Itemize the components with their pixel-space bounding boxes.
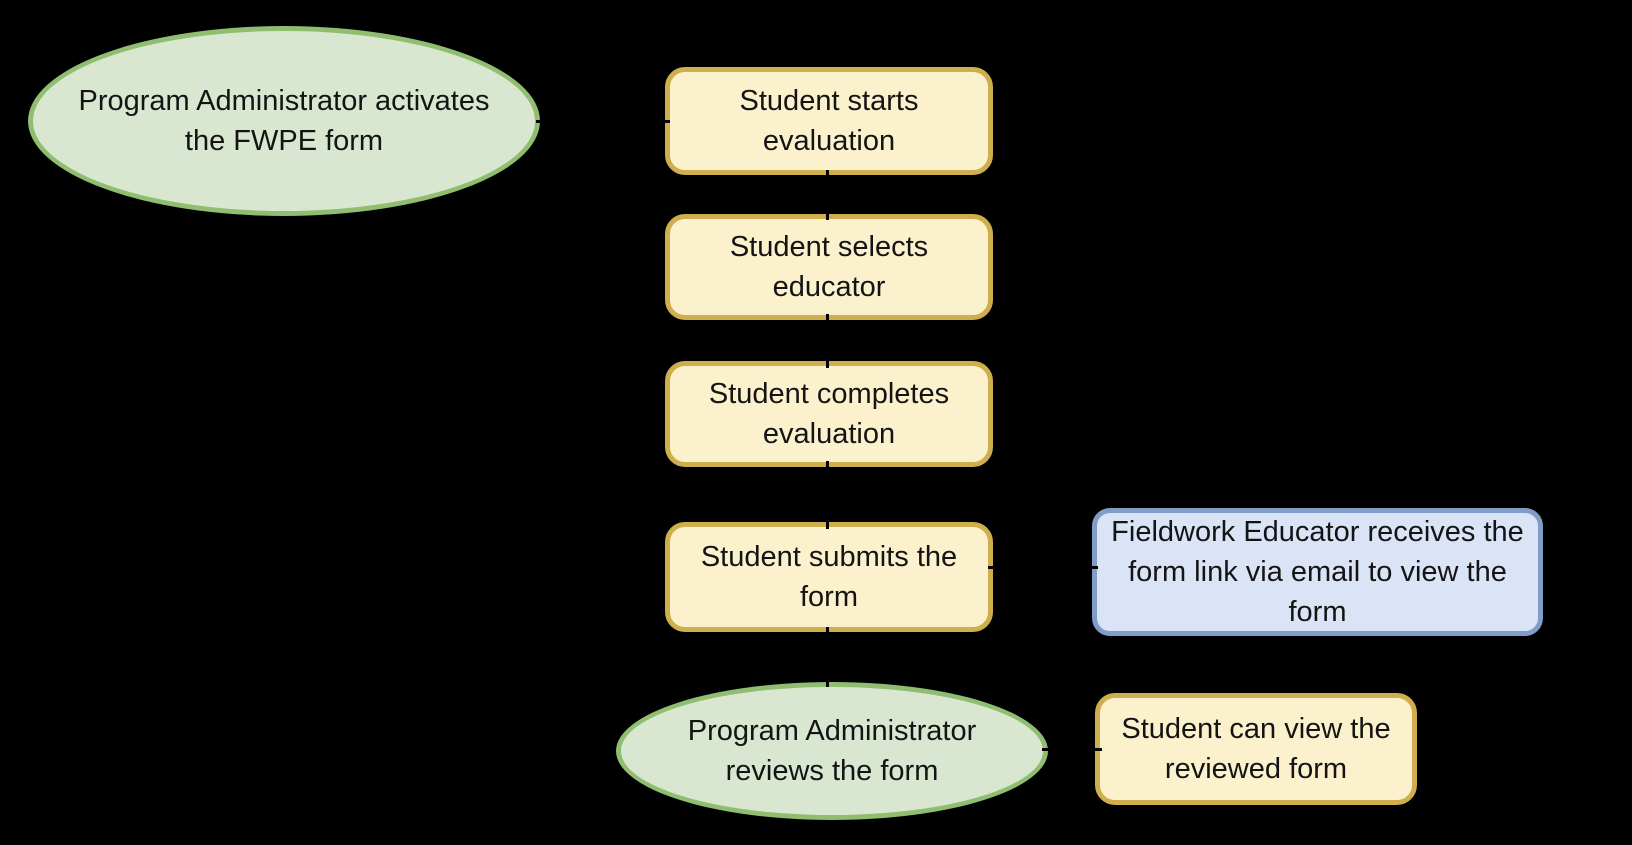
flowchart-node-complete-evaluation: Student completes evaluation (665, 361, 993, 467)
node-label: Student starts evaluation (739, 85, 919, 157)
flowchart-node-start-evaluation: Student starts evaluation (665, 67, 993, 175)
flowchart-node-admin-reviews: Program Administrator reviews the form (616, 682, 1048, 820)
node-label: Fieldwork Educator receives the form lin… (1111, 516, 1524, 628)
edge-review-to-views (1042, 748, 1102, 751)
node-label: Student can view the reviewed form (1121, 713, 1391, 785)
node-label: Student completes evaluation (708, 378, 950, 450)
node-label: Program Administrator activates the FWPE… (78, 85, 490, 157)
flowchart-node-educator-receives-link: Fieldwork Educator receives the form lin… (1092, 508, 1543, 636)
edge-start-to-select (826, 170, 829, 220)
flowchart-node-activate: Program Administrator activates the FWPE… (28, 26, 540, 216)
flowchart-node-student-views-reviewed-form: Student can view the reviewed form (1095, 693, 1417, 805)
edge-submit-to-review (826, 627, 829, 687)
edge-complete-to-submit (826, 461, 829, 529)
node-label: Student submits the form (700, 541, 958, 613)
flowchart-node-select-educator: Student selects educator (665, 214, 993, 320)
node-label: Student selects educator (729, 231, 929, 303)
edge-select-to-complete (826, 314, 829, 368)
edge-submit-to-educator (988, 566, 1098, 569)
node-label: Program Administrator reviews the form (687, 715, 977, 787)
flowchart-node-submit-form: Student submits the form (665, 522, 993, 632)
edge-activate-to-start (536, 120, 670, 123)
